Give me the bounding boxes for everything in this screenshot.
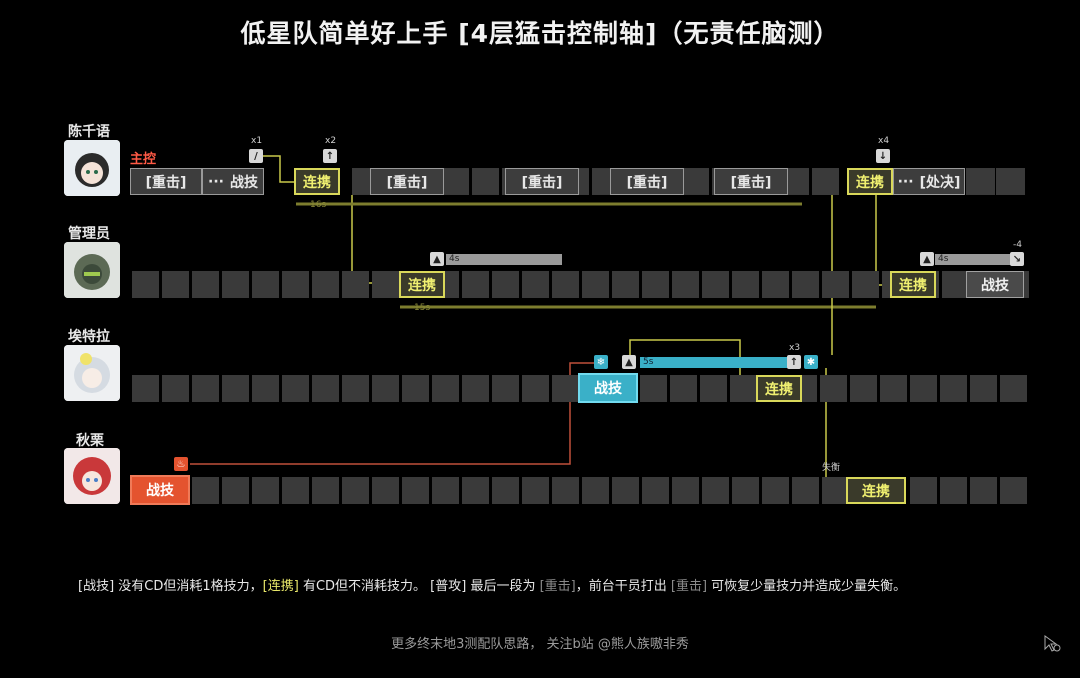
marker-x2: x2 — [325, 136, 337, 146]
skill-zhongji-1: [重击] — [130, 168, 202, 195]
arrow-up-icon: ↑ — [323, 149, 337, 163]
cooldown-15s: 15s — [414, 303, 431, 313]
triangle-icon: ▲ — [430, 252, 444, 266]
marker-x1: x1 — [251, 136, 263, 146]
marker-minus4: -4 — [1013, 240, 1022, 250]
arrow-up-icon: ↑ — [787, 355, 801, 369]
fire-icon: ♨ — [174, 457, 188, 471]
skill-zhongji-2: [重击] — [370, 168, 444, 195]
skill-lianxie-guanliyuan-1: 连携 — [399, 271, 445, 298]
skill-zhongji-5: [重击] — [714, 168, 788, 195]
footer-credit: 更多终末地3测配队思路， 关注b站 @熊人族嗷非秀 — [391, 637, 689, 652]
skill-zhongji-3: [重击] — [505, 168, 579, 195]
ice-burst-icon: ✱ — [804, 355, 818, 369]
skill-lianxie-chen-1: 连携 — [294, 168, 340, 195]
marker-x4: x4 — [878, 136, 890, 146]
avatar-qiuli — [64, 448, 120, 504]
skill-lianxie-aitela: 连携 — [756, 375, 802, 402]
triangle-icon: ▲ — [920, 252, 934, 266]
page-title: 低星队简单好上手 [4层猛击控制轴]（无责任脑测） — [240, 19, 840, 48]
skill-zhanji-chen: ···战技 — [202, 168, 264, 195]
flame-burst-icon: ▲ — [622, 355, 636, 369]
skill-zhanji-qiuli: 战技 — [130, 475, 190, 505]
cooldown-16s: 16s — [310, 200, 327, 210]
snowflake-icon: ❄ — [594, 355, 608, 369]
dots-icon: ··· — [208, 173, 224, 190]
duration-4s-1: 4s — [449, 254, 460, 264]
arrow-down-icon: ↓ — [876, 149, 890, 163]
shield-break-icon: / — [249, 149, 263, 163]
skill-zhanji-guanliyuan: 战技 — [966, 271, 1024, 298]
dots-icon: ··· — [897, 173, 914, 190]
skill-chujue: ···[处决] — [893, 168, 965, 195]
explanation-note: [战技] 没有CD但消耗1格技力，[连携] 有CD但不消耗技力。 [普攻] 最后… — [78, 579, 907, 594]
skill-zhanji-aitela: 战技 — [578, 373, 638, 403]
cursor-icon — [1044, 635, 1061, 652]
duration-5s: 5s — [643, 357, 654, 367]
marker-x3: x3 — [789, 343, 801, 353]
skill-zhongji-4: [重击] — [610, 168, 684, 195]
character-name-guanliyuan: 管理员 — [68, 226, 110, 242]
label-shiheng: 失衡 — [822, 463, 841, 473]
main-control-label: 主控 — [130, 152, 157, 167]
skill-lianxie-qiuli: 连携 — [846, 477, 906, 504]
avatar-guanliyuan — [64, 242, 120, 298]
arrow-diagonal-icon: ↘ — [1010, 252, 1024, 266]
character-name-aitela: 埃特拉 — [68, 329, 110, 345]
avatar-chenqianyu — [64, 140, 120, 196]
avatar-aitela — [64, 345, 120, 401]
duration-4s-2: 4s — [938, 254, 949, 264]
character-name-qiuli: 秋栗 — [76, 433, 104, 449]
character-name-chenqianyu: 陈千语 — [68, 124, 110, 140]
skill-lianxie-guanliyuan-2: 连携 — [890, 271, 936, 298]
skill-lianxie-chen-2: 连携 — [847, 168, 893, 195]
